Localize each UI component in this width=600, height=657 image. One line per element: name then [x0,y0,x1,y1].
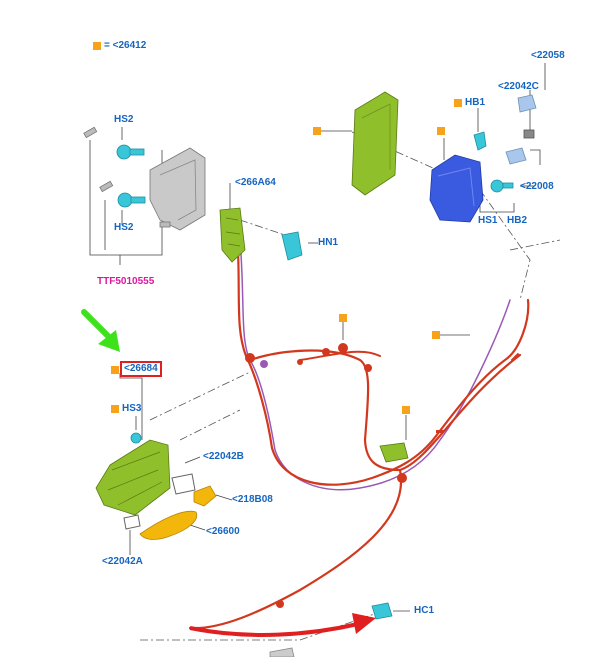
marker-green-cover [313,127,321,135]
hc1-clip [371,602,393,620]
green-pointer-arrow [81,309,120,352]
label-hc1: HC1 [414,605,435,616]
marker-hb1 [454,99,462,107]
label-hs2-bottom: HS2 [114,222,134,233]
red-callout-arrow [189,613,376,637]
label-22042b: <22042B [203,451,244,462]
small-grey-parts [83,126,171,228]
legend-marker [93,42,101,50]
bracket-266a64 [219,207,246,263]
label-266a64: <266A64 [235,177,276,188]
cable-grommets [245,343,520,608]
label-218b08: <218B08 [232,494,273,505]
latch-fasteners [473,94,537,193]
label-hb2: HB2 [507,215,528,226]
gaskets [123,473,196,530]
label-22042c: <22042C [498,81,539,92]
label-hn1: HN1 [318,237,339,248]
hs2-bolts [116,144,146,208]
cable-clip [379,442,409,463]
marker-26684 [111,366,119,374]
blue-latch [429,154,484,223]
label-hs3: HS3 [122,403,142,414]
marker-hs3 [111,405,119,413]
label-26684-highlighted: <26684 [120,361,162,377]
marker-cable-top [339,314,347,322]
grey-bracket [149,147,206,231]
hs3-bolt [130,432,142,444]
label-26600: <26600 [206,526,240,537]
handle-bracket [95,439,171,516]
marker-blue-latch [437,127,445,135]
marker-cable-right [432,331,440,339]
label-22058: <22058 [531,50,565,61]
legend-label: = <26412 [104,40,147,51]
marker-cable-clip [402,406,410,414]
label-ttf5010555: TTF5010555 [97,276,155,287]
handle-parts [139,485,217,540]
bottom-fragment [269,647,295,657]
green-cover [351,91,399,196]
release-cable [188,239,530,630]
label-22008: <22008 [520,181,554,192]
label-22042a: <22042A [102,556,143,567]
label-hb1: HB1 [465,97,486,108]
label-hs2-top: HS2 [114,114,134,125]
hn1-clip [281,231,303,261]
label-hs1: HS1 [478,215,498,226]
